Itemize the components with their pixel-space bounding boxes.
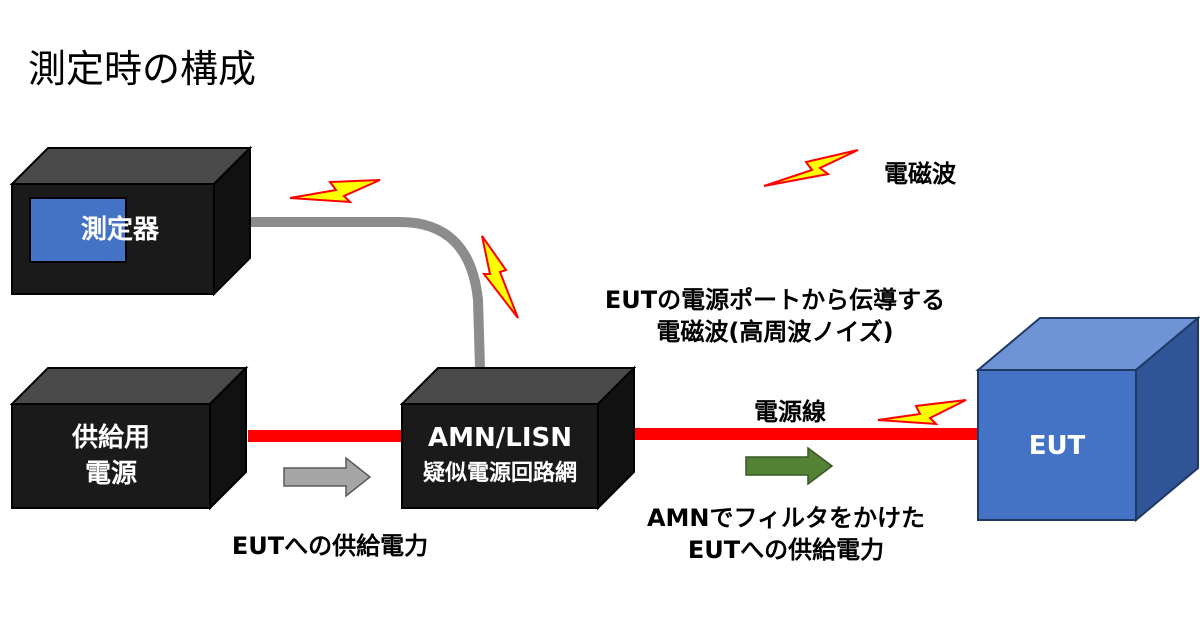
amn-label-line2: 疑似電源回路網 — [422, 461, 577, 486]
conducted-wave-label: EUTの電源ポートから伝導する 電磁波(高周波ノイズ) — [540, 284, 1010, 348]
amn-label: AMN/LISN 疑似電源回路網 — [402, 420, 598, 492]
filtered-power-line1: AMNでフィルタをかけた — [646, 504, 926, 532]
amn-box — [399, 365, 637, 511]
conducted-wave-line1: EUTの電源ポートから伝導する — [604, 286, 946, 314]
legend-lightning-icon — [763, 149, 859, 187]
instrument-screen — [29, 197, 127, 263]
page-title: 測定時の構成 — [28, 47, 257, 91]
supply-power-arrow — [283, 456, 372, 498]
eut-box — [975, 315, 1200, 523]
filtered-power-arrow — [745, 446, 834, 486]
power-supply-label-line1: 供給用 — [71, 423, 150, 453]
power-supply-label-line2: 電源 — [84, 459, 137, 489]
power-supply-label: 供給用 電源 — [12, 420, 210, 492]
measuring-instrument-box — [9, 145, 253, 297]
power-supply-box — [9, 365, 249, 511]
legend-label: 電磁波 — [884, 160, 956, 188]
filtered-power-label: AMNでフィルタをかけた EUTへの供給電力 — [636, 502, 936, 566]
signal-cable — [250, 217, 485, 369]
eut-label: EUT — [1028, 431, 1086, 461]
power-line-label: 電源線 — [754, 398, 826, 426]
cable-lightning-icon — [481, 235, 519, 319]
amn-label-line1: AMN/LISN — [428, 423, 572, 453]
radiated-lightning-icon — [289, 179, 381, 204]
conducted-wave-line2: 電磁波(高周波ノイズ) — [656, 318, 894, 346]
supply-power-label: EUTへの供給電力 — [231, 532, 429, 560]
measuring-instrument-label: 測定器 — [80, 215, 159, 245]
filtered-power-line2: EUTへの供給電力 — [687, 536, 885, 564]
power-line-lightning-icon — [877, 399, 967, 426]
